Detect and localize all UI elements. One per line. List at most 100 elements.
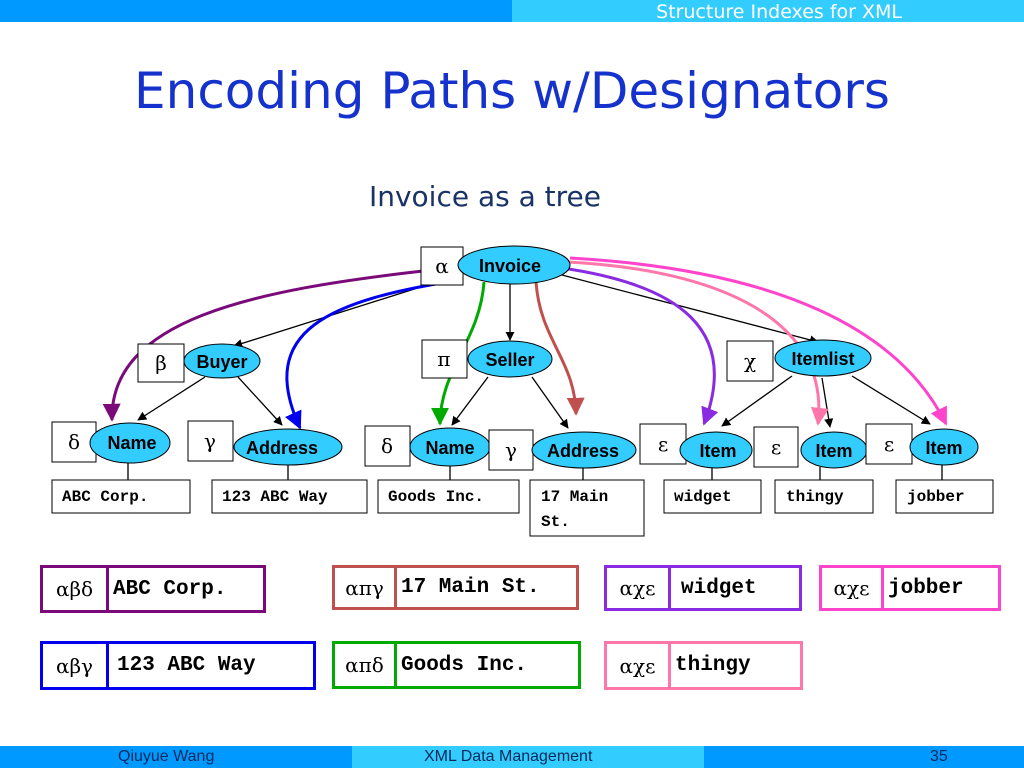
encoding-code: αβδ xyxy=(43,568,109,610)
leaf-box-goods-inc xyxy=(377,479,520,514)
tree-node-seller-name: δ Name xyxy=(364,425,491,467)
designator-seller-address: γ xyxy=(505,438,517,462)
encoding-value: 123 ABC Way xyxy=(117,654,256,677)
leaf-value-goods-inc: Goods Inc. xyxy=(388,488,484,506)
encoding-code: αχε xyxy=(822,568,884,608)
path-arrow-abg xyxy=(285,278,461,430)
edge-buyer-address xyxy=(237,376,283,426)
leaf-value-widget: widget xyxy=(674,488,732,506)
path-arrow-ace-2 xyxy=(567,260,829,426)
slide-subtitle: Invoice as a tree xyxy=(368,180,602,213)
leaf-value-123-abc-way: 123 ABC Way xyxy=(222,488,328,506)
encoding-value: jobber xyxy=(888,576,964,600)
encoding-value: 17 Main St. xyxy=(401,576,540,599)
leaf-box-abc-corp xyxy=(51,479,191,514)
tree-node-seller: π Seller xyxy=(421,339,553,379)
designator-box-invoice xyxy=(420,246,464,286)
node-label-itemlist: Itemlist xyxy=(791,349,854,369)
leaf-box-thingy xyxy=(774,479,874,514)
tree-node-invoice: α Invoice xyxy=(420,245,571,286)
footer-author: Qiuyue Wang xyxy=(118,748,215,765)
edge-buyer-name xyxy=(137,376,206,421)
node-label-item-1: Item xyxy=(699,441,736,461)
tree-node-itemlist: χ Itemlist xyxy=(726,339,872,382)
designator-buyer: β xyxy=(155,351,167,375)
leaf-box-jobber xyxy=(895,479,994,514)
edge-seller-name xyxy=(451,376,489,426)
tree-node-buyer: β Buyer xyxy=(137,343,261,383)
leaf-value-17-main-line1: 17 Main xyxy=(541,488,608,506)
node-label-invoice: Invoice xyxy=(479,256,541,276)
edge-seller-address xyxy=(531,376,569,429)
encoding-value: thingy xyxy=(675,654,751,677)
designator-box-seller-name xyxy=(364,425,411,467)
encoding-code: απγ xyxy=(335,568,397,607)
designator-item-1: ε xyxy=(658,432,668,456)
encoding-box-abd: αβδ ABC Corp. xyxy=(40,565,266,613)
designator-item-3: ε xyxy=(884,432,894,456)
edge-itemlist-item2 xyxy=(821,377,834,428)
leaf-value-jobber: jobber xyxy=(907,488,965,506)
tree-node-seller-address: γ Address xyxy=(488,429,637,471)
tree-node-buyer-name: δ Name xyxy=(51,421,171,464)
leaf-value-17-main-line2: St. xyxy=(541,513,570,531)
footer-bar-left xyxy=(0,746,352,768)
path-arrow-ace-3 xyxy=(569,256,948,426)
designator-box-seller-address xyxy=(488,429,534,471)
encoding-value: Goods Inc. xyxy=(401,653,528,677)
designator-buyer-address: γ xyxy=(204,429,216,453)
node-label-seller: Seller xyxy=(485,350,534,370)
encoding-code: απδ xyxy=(335,644,397,686)
tree-node-item-2: ε Item xyxy=(753,426,868,469)
designator-seller-name: δ xyxy=(381,434,393,458)
encoding-value: widget xyxy=(681,576,757,600)
leaf-box-123-abc-way xyxy=(211,479,368,514)
leaf-value-thingy: thingy xyxy=(786,488,844,506)
node-label-buyer-name: Name xyxy=(107,433,156,453)
node-label-seller-name: Name xyxy=(425,438,474,458)
header-bar-right xyxy=(512,0,1024,22)
designator-box-seller xyxy=(421,339,468,379)
tree-node-item-3: ε Item xyxy=(865,423,979,466)
encoding-box-apg: απγ 17 Main St. xyxy=(332,565,579,610)
invoice-tree-diagram: α Invoice β Buyer π Seller χ Itemlist δ … xyxy=(51,245,994,537)
path-arrow-ace-1 xyxy=(561,266,719,426)
encoding-box-ace-thingy: αχε thingy xyxy=(604,641,803,690)
leaf-value-abc-corp: ABC Corp. xyxy=(62,488,148,506)
footer-page-number: 35 xyxy=(930,748,948,765)
node-label-seller-address: Address xyxy=(547,441,619,461)
designator-seller: π xyxy=(437,347,450,371)
footer-bar-right xyxy=(704,746,1024,768)
edge-itemlist-item1 xyxy=(721,375,793,427)
node-label-buyer: Buyer xyxy=(196,352,247,372)
header-title: Structure Indexes for XML xyxy=(656,1,902,23)
designator-item-2: ε xyxy=(771,435,781,459)
page-title: Encoding Paths w/Designators xyxy=(134,62,890,120)
node-label-item-3: Item xyxy=(925,438,962,458)
designator-box-buyer-address xyxy=(187,420,234,462)
path-arrow-apg xyxy=(534,281,585,416)
leaf-box-17-main-st xyxy=(529,479,645,537)
encoding-box-abg: αβγ 123 ABC Way xyxy=(40,641,316,690)
designator-buyer-name: δ xyxy=(68,430,80,454)
footer-bar-middle xyxy=(352,746,704,768)
tree-node-buyer-address: γ Address xyxy=(187,420,343,466)
designator-itemlist: χ xyxy=(744,349,756,373)
encoding-box-ace-jobber: αχε jobber xyxy=(819,565,1001,611)
leaf-values: ABC Corp. 123 ABC Way Goods Inc. 17 Main… xyxy=(51,479,994,537)
edge-itemlist-item3 xyxy=(851,375,931,425)
edge-invoice-itemlist xyxy=(561,274,819,345)
encoding-box-apd: απδ Goods Inc. xyxy=(332,641,581,689)
designator-box-item-1 xyxy=(639,423,687,465)
encoding-code: αχε xyxy=(607,568,671,608)
designator-box-buyer-name xyxy=(51,421,97,463)
leaf-box-widget xyxy=(663,479,762,514)
encoding-code: αχε xyxy=(607,644,671,687)
designator-box-item-2 xyxy=(753,426,799,468)
node-label-item-2: Item xyxy=(815,441,852,461)
designator-invoice: α xyxy=(435,254,449,278)
encoding-box-ace-widget: αχε widget xyxy=(604,565,802,611)
path-arrow-abd xyxy=(102,268,433,422)
designator-box-itemlist xyxy=(726,340,774,382)
tree-node-item-1: ε Item xyxy=(639,423,753,469)
